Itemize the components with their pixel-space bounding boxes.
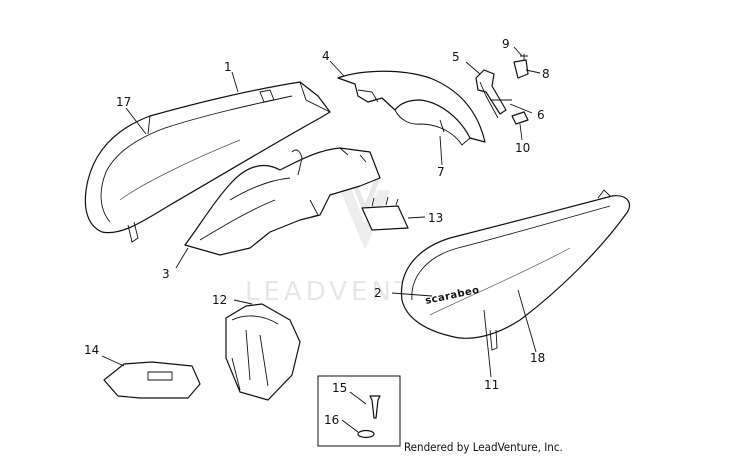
right-side-panel: scarabeo	[400, 189, 631, 351]
inner-leg-shield	[184, 147, 381, 256]
callout-16: 16	[324, 413, 339, 427]
callout-10: 10	[515, 141, 530, 155]
front-cover	[337, 70, 486, 146]
callout-2: 2	[374, 286, 382, 300]
callout-18: 18	[530, 351, 545, 365]
hardware-cluster	[475, 54, 529, 125]
footer-credit: Rendered by LeadVenture, Inc.	[404, 440, 563, 454]
callout-13: 13	[428, 211, 443, 225]
callout-1: 1	[224, 60, 232, 74]
leader-lines	[101, 46, 541, 433]
undertray-plate	[103, 361, 201, 399]
callout-11: 11	[484, 378, 499, 392]
callout-14: 14	[84, 343, 99, 357]
callout-17: 17	[116, 95, 131, 109]
callout-3: 3	[162, 267, 170, 281]
hardware-box	[317, 375, 401, 447]
callout-15: 15	[332, 381, 347, 395]
callout-labels: 1 2 3 4 5 6 7 8 9 10 11 12 13 14 15 16 1…	[84, 37, 550, 427]
callout-9: 9	[502, 37, 510, 51]
callout-8: 8	[542, 67, 550, 81]
left-side-panel	[84, 81, 331, 243]
callout-7: 7	[437, 165, 445, 179]
rear-mudguard	[225, 303, 301, 401]
clip-plate	[361, 196, 409, 231]
callout-12: 12	[212, 293, 227, 307]
callout-4: 4	[322, 49, 330, 63]
callout-5: 5	[452, 50, 460, 64]
callout-6: 6	[537, 108, 545, 122]
